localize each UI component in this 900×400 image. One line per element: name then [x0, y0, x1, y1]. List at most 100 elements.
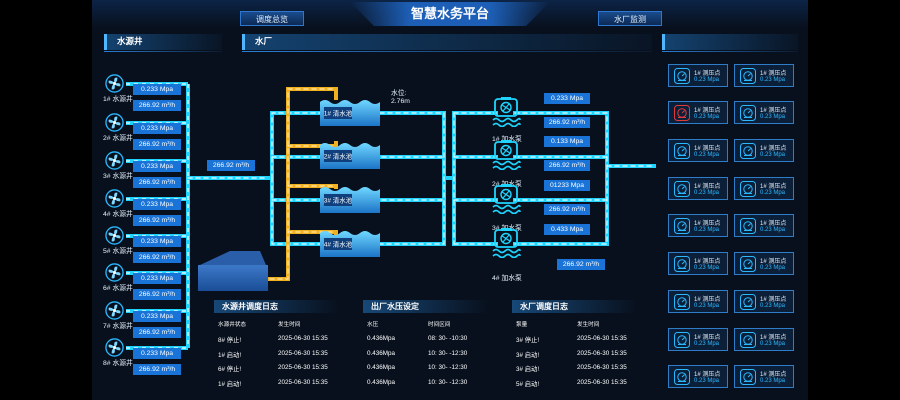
pressure-point-value: 0.23 Mpa — [760, 303, 786, 309]
table-cell: 0.436Mpa — [367, 349, 396, 357]
table-cell: 08: 30- -10:30 — [428, 335, 468, 342]
pump-label: 1# 加水泵 — [492, 136, 522, 143]
well-pressure: 0.233 Mpa — [133, 199, 181, 210]
pressure-point-value: 0.23 Mpa — [760, 114, 786, 120]
gauge-icon — [740, 68, 756, 84]
pump-pressure: 0.133 Mpa — [544, 136, 590, 147]
table-header: 泵量 — [516, 322, 528, 328]
table-cell: 1# 启动! — [218, 380, 242, 388]
pool-label: 2# 清水池 — [324, 152, 353, 161]
pressure-point-label: 1# 测压点 — [760, 184, 787, 190]
pressure-point-label: 1# 测压点 — [694, 335, 721, 341]
pressure-point-value: 0.23 Mpa — [760, 378, 786, 384]
well-flow: 266.92 m³/h — [133, 177, 181, 188]
pressure-point-value: 0.23 Mpa — [694, 303, 720, 309]
clear-pools: 1# 清水池 2# 清水池 3# 清水池 4# 清水池 — [320, 100, 380, 257]
pressure-point-label: 1# 测压点 — [760, 108, 787, 114]
gauge-icon — [674, 332, 690, 348]
well-flow: 266.92 m³/h — [133, 215, 181, 226]
table-cell: 2025-06-30 15:35 — [577, 364, 627, 371]
table-header: 水源井状态 — [218, 322, 246, 328]
storage-tank — [198, 251, 268, 291]
tab-plant-monitor[interactable]: 水厂监测 — [598, 11, 662, 26]
well-pressure: 0.233 Mpa — [133, 348, 181, 359]
table-cell: 3# 启动! — [516, 366, 540, 373]
pump-pressure: 0.233 Mpa — [544, 93, 590, 104]
pressure-point-label: 1# 测压点 — [694, 146, 721, 152]
well-label: 8# 水源井 — [103, 360, 133, 367]
tab-overview[interactable]: 调度总览 — [240, 11, 304, 26]
pool-label-bg — [324, 238, 352, 250]
pump-flow: 266.92 m³/h — [557, 259, 605, 270]
pool-label: 4# 清水池 — [324, 240, 353, 249]
pump-flow: 266.92 m³/h — [544, 160, 590, 171]
well-label: 4# 水源井 — [103, 211, 133, 218]
pressure-point-value: 0.23 Mpa — [760, 265, 786, 271]
table-cell: 3# 启动! — [516, 351, 540, 359]
page-title: 智慧水务平台 — [350, 2, 550, 26]
fan-icon — [105, 301, 124, 320]
alarm-gauge-icon — [674, 105, 690, 121]
well-pressure: 0.233 Mpa — [133, 311, 181, 322]
pool-label-bg — [324, 107, 352, 119]
pool-label-bg — [324, 150, 352, 162]
section-title-monitor — [662, 34, 798, 50]
fan-icon — [105, 226, 124, 245]
fan-icon — [105, 338, 124, 357]
well-label: 7# 水源井 — [103, 323, 133, 330]
pressure-point-value: 0.23 Mpa — [760, 190, 786, 196]
pressure-point-value: 0.23 Mpa — [694, 341, 720, 347]
gauge-icon — [740, 143, 756, 159]
table-cell: 2025-06-30 15:35 — [577, 378, 627, 386]
well-pressure: 0.233 Mpa — [133, 161, 181, 172]
well-pressure: 0.233 Mpa — [133, 273, 181, 284]
pressure-point-label: 1# 测压点 — [760, 372, 787, 378]
pressure-point-value: 0.23 Mpa — [694, 227, 720, 233]
pump-icon — [491, 184, 521, 219]
table-cell: 2025-06-30 15:35 — [278, 364, 328, 371]
dashboard: 智慧水务平台 调度总览 水厂监测 水源井 水厂 — [92, 0, 808, 400]
pressure-point-value: 0.23 Mpa — [760, 77, 786, 83]
section-title-wells: 水源井 — [104, 34, 222, 50]
pump-pressure: 01233 Mpa — [544, 180, 590, 191]
pressure-point-label: 1# 测压点 — [694, 184, 721, 190]
fan-icon — [105, 189, 124, 208]
divider — [662, 51, 798, 52]
pool-label: 3# 清水池 — [324, 196, 353, 205]
gauge-icon — [674, 68, 690, 84]
divider — [242, 51, 652, 52]
well-label: 1# 水源井 — [103, 96, 133, 103]
table-cell: 2025-06-30 15:35 — [577, 349, 627, 357]
well-label: 2# 水源井 — [103, 135, 133, 142]
pressure-point-value: 0.23 Mpa — [694, 77, 720, 83]
clear-pool: 1# 清水池 — [320, 100, 380, 126]
gauge-icon — [740, 181, 756, 197]
panel-title-log_wells: 水源井调度日志 — [214, 300, 339, 313]
table-cell: 10: 30- -12:30 — [428, 364, 468, 371]
gauge-icon — [740, 369, 756, 385]
gauge-icon — [674, 181, 690, 197]
gauge-icon — [740, 332, 756, 348]
pressure-point-label: 1# 测压点 — [694, 259, 721, 265]
pump-icon — [491, 97, 521, 132]
well-flow: 266.92 m³/h — [133, 139, 181, 150]
clear-pool: 4# 清水池 — [320, 231, 380, 257]
